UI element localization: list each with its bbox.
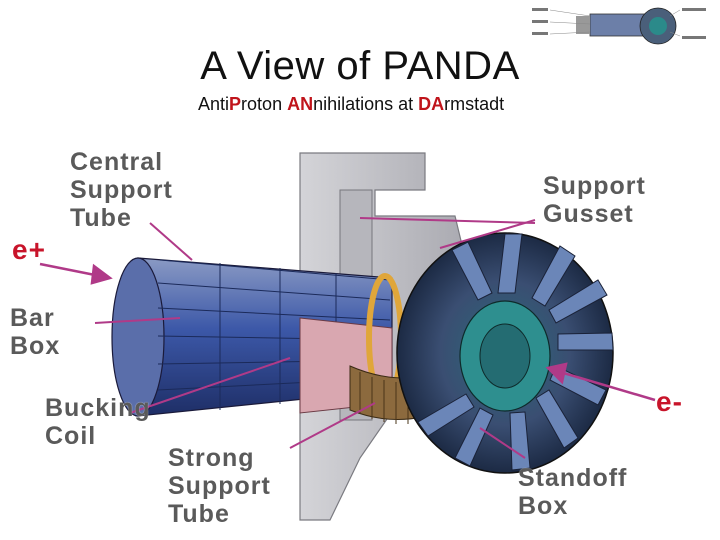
label-bucking-coil: Bucking Coil bbox=[45, 394, 151, 450]
detector-diagram bbox=[39, 152, 656, 521]
label-strong-support-tube: Strong Support Tube bbox=[168, 444, 271, 528]
label-bar-box: Bar Box bbox=[10, 304, 61, 360]
label-e-minus: e- bbox=[656, 386, 683, 417]
label-support-gusset: Support Gusset bbox=[543, 172, 646, 228]
label-central-support-tube: Central Support Tube bbox=[70, 148, 173, 232]
cylinder-end-cap bbox=[111, 257, 165, 417]
standoff-box-spokes bbox=[417, 233, 614, 471]
page-title: A View of PANDA bbox=[200, 44, 520, 88]
e-plus-arrow bbox=[39, 262, 113, 285]
e-minus-arrow bbox=[545, 362, 656, 402]
label-pointers bbox=[94, 217, 536, 459]
label-e-plus: e+ bbox=[12, 234, 46, 265]
page-subtitle: AntiProton ANnihilations at DArmstadt bbox=[198, 94, 505, 114]
label-standoff-box: Standoff Box bbox=[518, 464, 628, 520]
overview-thumbnail bbox=[530, 2, 718, 48]
